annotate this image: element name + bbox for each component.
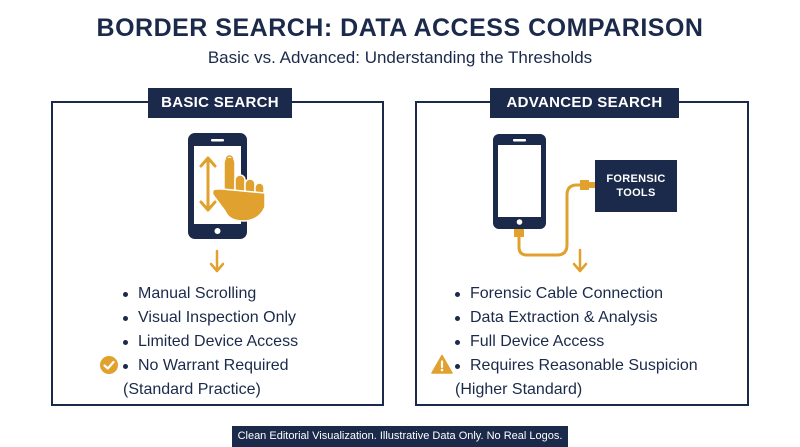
page-title: BORDER SEARCH: DATA ACCESS COMPARISON bbox=[96, 14, 704, 42]
basic-search-label: BASIC SEARCH bbox=[148, 88, 292, 118]
basic-search-bullet-list: Manual Scrolling Visual Inspection Only … bbox=[123, 282, 298, 402]
footer-note: Clean Editorial Visualization. Illustrat… bbox=[232, 426, 568, 447]
forensic-tools-box: FORENSIC TOOLS bbox=[595, 160, 677, 212]
basic-status-line: No Warrant Required bbox=[138, 357, 289, 374]
basic-search-panel: BASIC SEARCH Manual bbox=[51, 88, 384, 406]
list-item: No Warrant Required (Standard Practice) bbox=[123, 354, 298, 402]
advanced-search-bullet-list: Forensic Cable Connection Data Extractio… bbox=[455, 282, 698, 402]
check-circle-icon bbox=[100, 356, 118, 374]
list-item: Full Device Access bbox=[455, 330, 698, 354]
hand-tap-icon bbox=[211, 155, 266, 222]
list-item: Limited Device Access bbox=[123, 330, 298, 354]
advanced-search-illustration bbox=[493, 134, 595, 273]
basic-status-sub: (Standard Practice) bbox=[123, 381, 261, 398]
smartphone-icon bbox=[493, 134, 546, 229]
advanced-status-line: Requires Reasonable Suspicion bbox=[470, 357, 698, 374]
down-arrow-icon bbox=[209, 249, 225, 273]
list-item: Requires Reasonable Suspicion (Higher St… bbox=[455, 354, 698, 402]
advanced-search-panel: ADVANCED SEARCH FORENSIC TOOLS Forensic … bbox=[415, 88, 749, 406]
warning-triangle-icon bbox=[431, 354, 453, 374]
forensic-tools-label: FORENSIC TOOLS bbox=[606, 173, 666, 199]
advanced-status-sub: (Higher Standard) bbox=[455, 381, 583, 398]
list-item: Manual Scrolling bbox=[123, 282, 298, 306]
basic-search-illustration bbox=[188, 133, 266, 273]
list-item: Data Extraction & Analysis bbox=[455, 306, 698, 330]
forensic-cable-icon bbox=[514, 180, 595, 257]
page-subtitle: Basic vs. Advanced: Understanding the Th… bbox=[207, 48, 593, 67]
scroll-arrow-icon bbox=[199, 156, 217, 212]
list-item: Visual Inspection Only bbox=[123, 306, 298, 330]
down-arrow-icon bbox=[572, 248, 588, 273]
list-item: Forensic Cable Connection bbox=[455, 282, 698, 306]
advanced-search-label: ADVANCED SEARCH bbox=[490, 88, 679, 118]
